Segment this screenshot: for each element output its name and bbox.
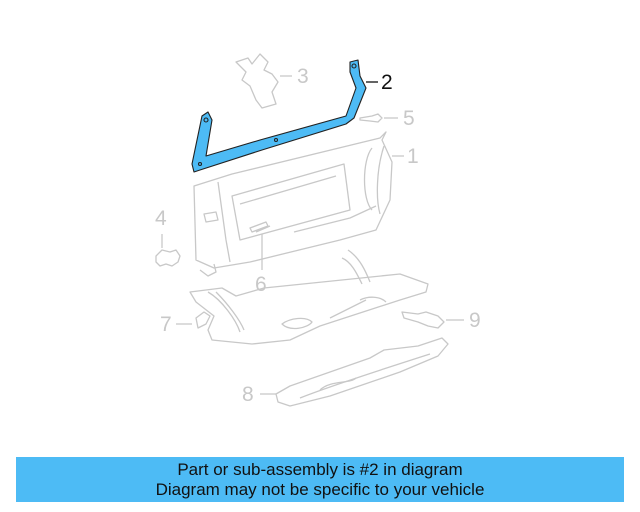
- callout-3: 3: [297, 65, 309, 88]
- part-1-glove-box: [193, 131, 393, 277]
- info-banner: Part or sub-assembly is #2 in diagram Di…: [16, 457, 624, 502]
- part-3-insulator: [235, 53, 279, 109]
- callout-7: 7: [160, 313, 172, 336]
- part-7-hinge: [195, 311, 211, 329]
- parts-diagram: 3 2 5 1 4 6 7 9 8: [155, 53, 481, 407]
- callout-2[interactable]: 2: [381, 71, 393, 94]
- part-6-latch: [249, 221, 269, 233]
- part-2-reinforcement-bracket: [191, 59, 367, 173]
- part-8-trim-panel: [275, 337, 449, 407]
- banner-part-note: Part or sub-assembly is #2 in diagram: [177, 459, 463, 479]
- part-lower-panel: [189, 249, 429, 345]
- callout-1: 1: [407, 145, 419, 168]
- part-9-striker: [401, 311, 445, 329]
- part-4-clip: [155, 249, 181, 267]
- banner-disclaimer: Diagram may not be specific to your vehi…: [155, 479, 485, 499]
- callout-5: 5: [403, 107, 415, 130]
- callout-8: 8: [242, 383, 254, 406]
- callout-9: 9: [469, 309, 481, 332]
- part-5-bumper: [359, 113, 383, 123]
- callout-6: 6: [255, 273, 267, 296]
- exploded-view-drawing: [155, 53, 464, 407]
- callout-4: 4: [155, 207, 167, 230]
